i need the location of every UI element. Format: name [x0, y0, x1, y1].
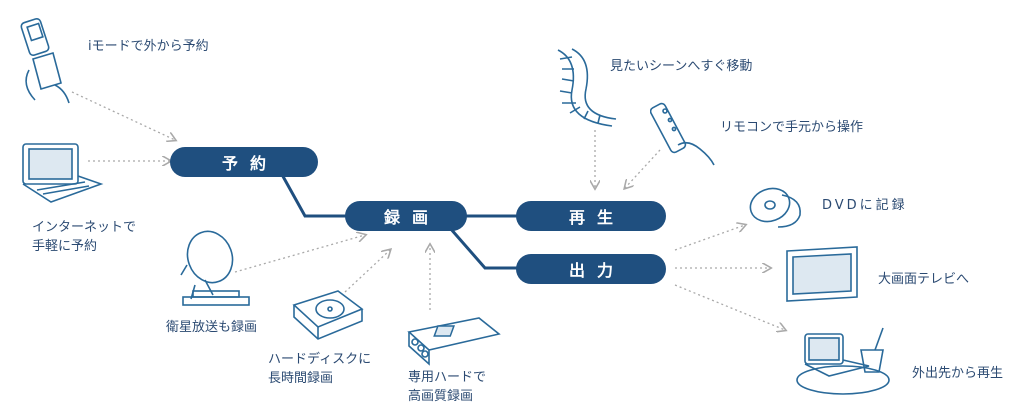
label-hdd-line1: ハードディスクに [268, 352, 372, 367]
label-senyo-line2: 高画質録画 [408, 389, 474, 404]
node-yoyaku: 予約 [170, 147, 318, 177]
node-saisei: 再生 [516, 201, 666, 231]
label-internet-line1: インターネットで [32, 220, 137, 235]
remote-control-icon [650, 102, 715, 166]
hard-disk-icon [292, 290, 364, 340]
label-hdd-line2: 長時間録画 [268, 371, 334, 386]
label-senyo-line1: 専用ハードで [408, 370, 487, 385]
film-strip-icon [557, 48, 617, 127]
label-senyo: 専用ハードで 高画質録画 [408, 368, 486, 406]
laptop-drink-icon [796, 327, 890, 395]
laptop-icon [22, 143, 104, 203]
label-hdd: ハードディスクに 長時間録画 [268, 350, 371, 388]
capture-card-icon [407, 317, 501, 366]
mobile-phone-icon [20, 17, 70, 104]
label-scene: 見たいシーンへすぐ移動 [610, 59, 753, 74]
label-dvd: DVDに記録 [822, 198, 908, 213]
node-rokuga: 録画 [345, 201, 467, 231]
label-gaishutsu: 外出先から再生 [912, 366, 1004, 381]
widescreen-tv-icon [786, 246, 858, 302]
label-eisei: 衛星放送も録画 [166, 320, 258, 335]
label-remocon: リモコンで手元から操作 [720, 120, 864, 135]
label-imode: iモードで外から予約 [88, 39, 209, 54]
label-internet-line2: 手軽に予約 [32, 239, 98, 254]
label-internet: インターネットで 手軽に予約 [32, 218, 136, 256]
label-tv: 大画面テレビへ [878, 272, 970, 287]
satellite-dish-icon [180, 230, 250, 306]
node-shutsuryoku: 出力 [516, 254, 666, 284]
dvd-disc-icon [749, 187, 801, 228]
